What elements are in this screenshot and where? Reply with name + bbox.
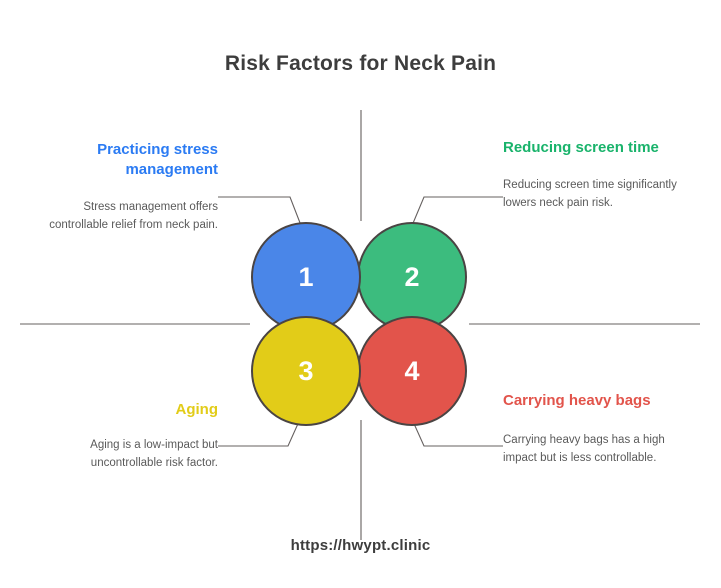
- callout-2: Reducing screen time Reducing screen tim…: [503, 138, 699, 213]
- bubble-3[interactable]: 3: [251, 316, 361, 426]
- page-title: Risk Factors for Neck Pain: [224, 52, 497, 75]
- callout-body-4: Carrying heavy bags has a high impact bu…: [503, 433, 665, 465]
- callout-heading-3: Aging: [175, 401, 219, 418]
- bubble-4[interactable]: 4: [357, 316, 467, 426]
- footer-url[interactable]: https://hwypt.clinic: [290, 537, 431, 554]
- callout-body-3: Aging is a low-impact but uncontrollable…: [90, 438, 218, 470]
- callout-4: Carrying heavy bags Carrying heavy bags …: [503, 391, 699, 468]
- callout-body-1: Stress management offers controllable re…: [49, 200, 218, 232]
- bubble-number-4: 4: [404, 355, 420, 386]
- bubble-number-2: 2: [404, 261, 420, 292]
- callout-heading-4: Carrying heavy bags: [503, 392, 651, 409]
- bubble-number-1: 1: [298, 261, 314, 292]
- callout-heading-1: Practicing stress management: [97, 141, 218, 178]
- callout-body-2: Reducing screen time significantly lower…: [503, 178, 677, 210]
- callout-1: Practicing stress management Stress mana…: [22, 140, 218, 235]
- callout-3: Aging Aging is a low-impact but uncontro…: [22, 400, 218, 473]
- callout-heading-2: Reducing screen time: [503, 139, 659, 156]
- bubble-number-3: 3: [298, 355, 314, 386]
